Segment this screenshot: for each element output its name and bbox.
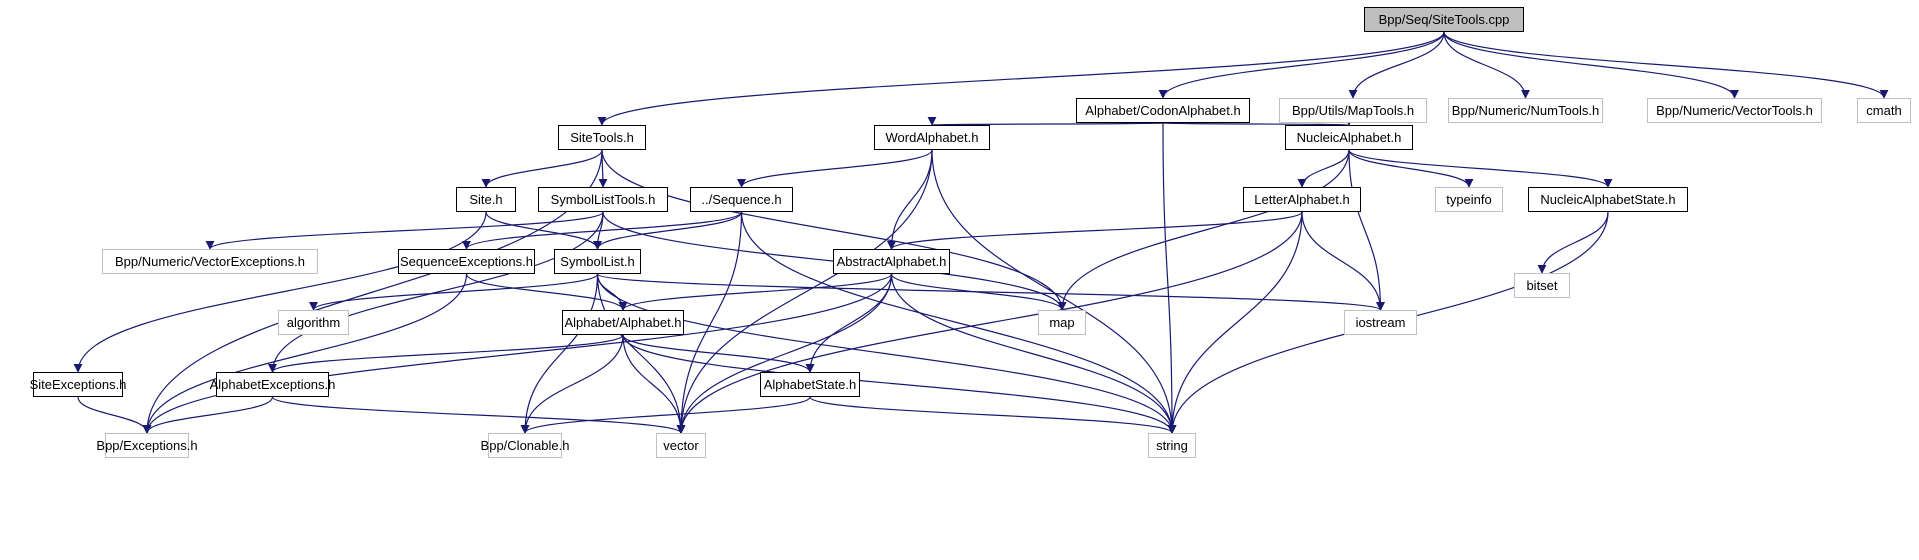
node-clonable: Bpp/Clonable.h [481,433,569,458]
edge-alphexc-to-vector [271,396,686,434]
node-codon[interactable]: Alphabet/CodonAlphabet.h [1076,98,1250,123]
edge-word-to-string [931,149,1177,434]
edge-symlisttools-to-vecexc [205,211,604,250]
node-symlist[interactable]: SymbolList.h [554,249,641,274]
edge-site-to-symlist [485,211,602,250]
edge-nucstate-to-bitset [1537,211,1609,274]
node-alphstate[interactable]: AlphabetState.h [760,372,860,397]
edge-symlist-to-string [596,273,1177,434]
edge-abstract-to-alphabet [618,273,893,311]
edge-root-to-maptools [1348,31,1445,99]
edge-root-to-cmath [1443,31,1889,99]
edge-nucleic-to-nucstate [1348,149,1613,188]
edge-letter-to-string [1167,211,1303,434]
edge-codon-to-nucleic [1162,116,1352,126]
edge-sequence-to-string [740,211,1177,434]
node-root[interactable]: Bpp/Seq/SiteTools.cpp [1364,7,1524,32]
node-abstract[interactable]: AbstractAlphabet.h [833,249,950,274]
node-bitset: bitset [1514,273,1570,298]
edge-codon-to-string [1162,122,1177,434]
edge-symlisttools-to-alphexc [268,211,604,373]
edge-nucleic-to-typeinfo [1348,149,1474,188]
edge-root-to-codon [1158,31,1445,99]
node-sequence[interactable]: ../Sequence.h [690,187,793,212]
edge-sitetools-to-site [481,149,603,188]
node-string: string [1148,433,1196,458]
edge-letter-to-iostream [1301,211,1385,311]
node-sitetools[interactable]: SiteTools.h [558,125,646,150]
edge-alphabet-to-string [622,334,1177,434]
node-maptools: Bpp/Utils/MapTools.h [1279,98,1427,123]
edge-root-to-sitetools [597,31,1445,126]
edge-alphabet-to-alphexc [268,334,624,373]
edge-root-to-vectortools [1443,31,1739,99]
node-letter[interactable]: LetterAlphabet.h [1243,187,1361,212]
node-vector: vector [656,433,706,458]
edge-seqexc-to-alphabet [465,273,628,311]
edge-letter-to-abstract [887,211,1303,250]
edge-abstract-to-map [890,273,1067,311]
node-typeinfo: typeinfo [1435,187,1503,212]
edge-sequence-to-vector [676,211,743,434]
node-numtools: Bpp/Numeric/NumTools.h [1448,98,1603,123]
edge-sequence-to-symlist [593,211,743,250]
edge-alphabet-to-alphstate [622,334,815,373]
edge-sitetools-to-map [601,149,1067,311]
node-algorithm: algorithm [278,310,349,335]
node-alphexc[interactable]: AlphabetExceptions.h [210,372,335,397]
edge-site-to-siteexc [73,211,487,373]
node-exceptions: Bpp/Exceptions.h [96,433,198,458]
edge-seqexc-to-exceptions [142,273,468,434]
node-vecexc: Bpp/Numeric/VectorExceptions.h [102,249,318,274]
edge-word-to-abstract [887,149,933,250]
edge-siteexc-to-exceptions [77,396,152,434]
edge-symlist-to-vector [596,273,686,434]
node-word[interactable]: WordAlphabet.h [874,125,990,150]
edge-alphstate-to-string [809,396,1177,434]
node-alphabet[interactable]: Alphabet/Alphabet.h [562,310,684,335]
edge-symlist-to-iostream [596,273,1385,311]
edge-alphstate-to-clonable [520,396,811,434]
edge-word-to-vector [676,149,933,434]
edge-sequence-to-seqexc [462,211,743,250]
node-nucstate[interactable]: NucleicAlphabetState.h [1528,187,1688,212]
node-vectortools: Bpp/Numeric/VectorTools.h [1647,98,1822,123]
edge-abstract-to-vector [676,273,893,434]
node-iostream: iostream [1344,310,1417,335]
node-symlisttools[interactable]: SymbolListTools.h [538,187,668,212]
edge-alphabet-to-vector [622,334,686,434]
node-map: map [1038,310,1086,335]
node-site[interactable]: Site.h [456,187,516,212]
node-siteexc[interactable]: SiteExceptions.h [30,372,126,397]
edge-symlist-to-clonable [520,273,599,434]
edge-root-to-numtools [1443,31,1530,99]
edge-nucleic-to-map [1057,149,1350,311]
edge-codon-to-word [929,116,1164,126]
edge-letter-to-vector [676,211,1303,434]
node-nucleic[interactable]: NucleicAlphabet.h [1285,125,1413,150]
edge-abstract-to-exceptions [142,273,893,434]
edge-nucleic-to-iostream [1348,149,1385,311]
edge-word-to-sequence [737,149,933,188]
edge-symlist-to-alphabet [596,273,628,311]
edge-symlist-to-algorithm [309,273,599,311]
node-seqexc[interactable]: SequenceExceptions.h [398,249,535,274]
node-cmath: cmath [1857,98,1911,123]
edge-nucleic-to-letter [1297,149,1350,188]
edge-alphexc-to-exceptions [142,396,274,434]
edge-symlisttools-to-map [602,211,1067,311]
edge-abstract-to-string [890,273,1177,434]
